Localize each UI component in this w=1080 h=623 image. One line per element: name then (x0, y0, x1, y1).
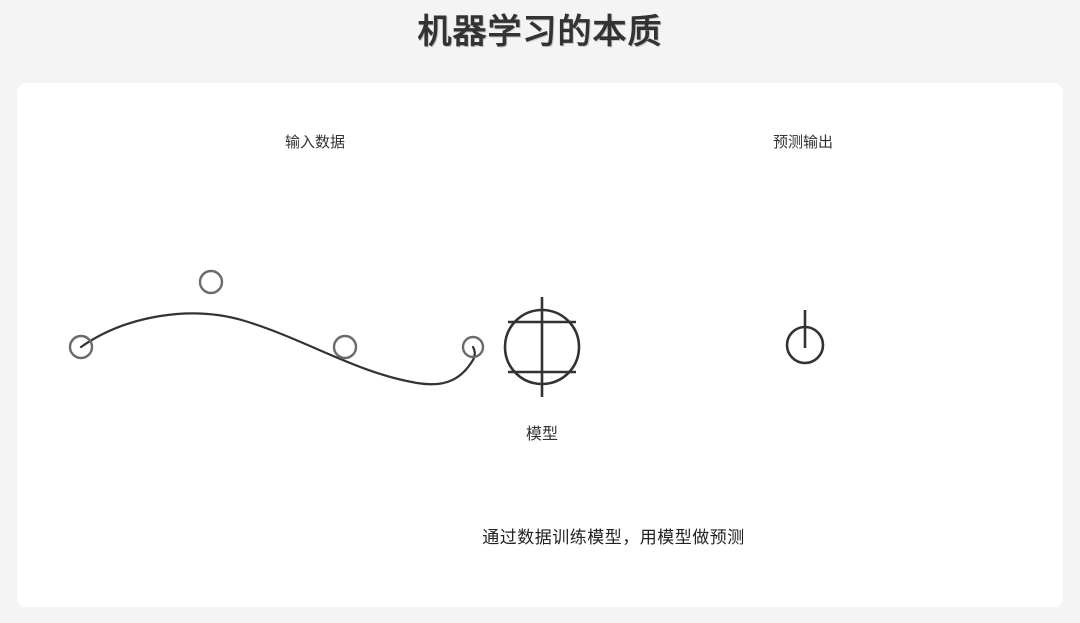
machine-learning-diagram: 输入数据 预测输出 (17, 83, 1063, 607)
diagram-caption: 通过数据训练模型，用模型做预测 (482, 528, 745, 547)
data-node-2 (198, 269, 224, 295)
model-symbol (503, 297, 581, 397)
content-card: 输入数据 预测输出 (17, 83, 1063, 607)
data-flow-curve (79, 312, 476, 386)
diagram-caption-row: 通过数据训练模型，用模型做预测 (17, 523, 1063, 548)
data-node-1 (68, 334, 94, 360)
data-node-4 (461, 335, 485, 359)
model-label: 模型 (525, 426, 558, 443)
predicted-output-label: 预测输出 (772, 134, 833, 151)
diagram-canvas (68, 269, 825, 397)
output-symbol (785, 310, 825, 365)
page-title: 机器学习的本质 (417, 13, 663, 51)
input-data-label: 输入数据 (284, 134, 345, 151)
data-node-3 (332, 334, 358, 360)
